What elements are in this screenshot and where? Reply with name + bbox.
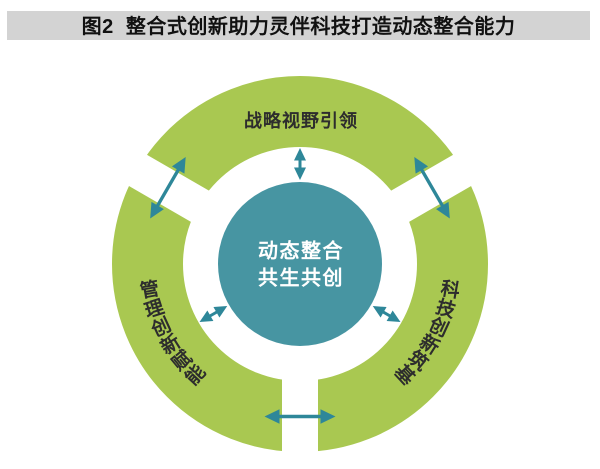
arrows xyxy=(150,148,450,424)
center-label-line1: 动态整合 xyxy=(258,239,344,263)
gap-arrow-top-right xyxy=(414,157,450,219)
center-arrow-bottom-right xyxy=(372,306,401,322)
gap-arrow-bottom xyxy=(264,409,336,424)
figure-title: 图2 整合式创新助力灵伴科技打造动态整合能力 xyxy=(81,15,516,38)
segment-label-char: 管 xyxy=(138,277,161,303)
gap-arrow-top-left xyxy=(150,157,186,219)
center-circle xyxy=(218,182,382,346)
segment-label-char: 科 xyxy=(439,277,462,303)
center-label-line2: 共生共创 xyxy=(258,266,344,290)
center-arrow-bottom-left xyxy=(199,306,228,322)
figure-title-bar: 图2 整合式创新助力灵伴科技打造动态整合能力 xyxy=(7,11,590,40)
center-arrow-top xyxy=(294,148,306,180)
segment-label-top: 战略视野引领 xyxy=(244,110,358,131)
